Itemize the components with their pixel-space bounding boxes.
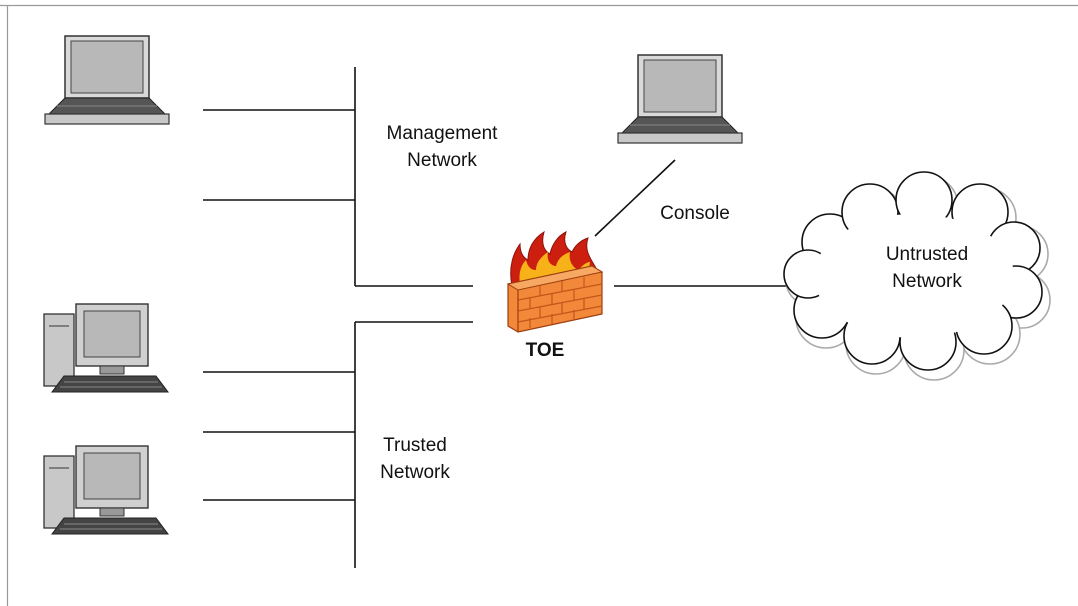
console-label: Console (660, 203, 730, 224)
management-network-bus (203, 67, 473, 287)
trusted-desktop-icon-1 (43, 303, 169, 393)
firewall-icon (506, 230, 604, 333)
cloud-icon (783, 171, 1051, 381)
trusted-desktop-icon-2 (43, 445, 169, 535)
management-network-label: Management Network (386, 123, 498, 171)
untrusted-network-label: Untrusted Network (885, 244, 969, 292)
trusted-network-bus (203, 321, 473, 568)
console-link (594, 159, 676, 237)
management-laptop-icon (44, 35, 170, 125)
trusted-network-label: Trusted Network (380, 435, 450, 483)
console-laptop-icon (617, 54, 743, 144)
toe-label: TOE (525, 340, 565, 361)
